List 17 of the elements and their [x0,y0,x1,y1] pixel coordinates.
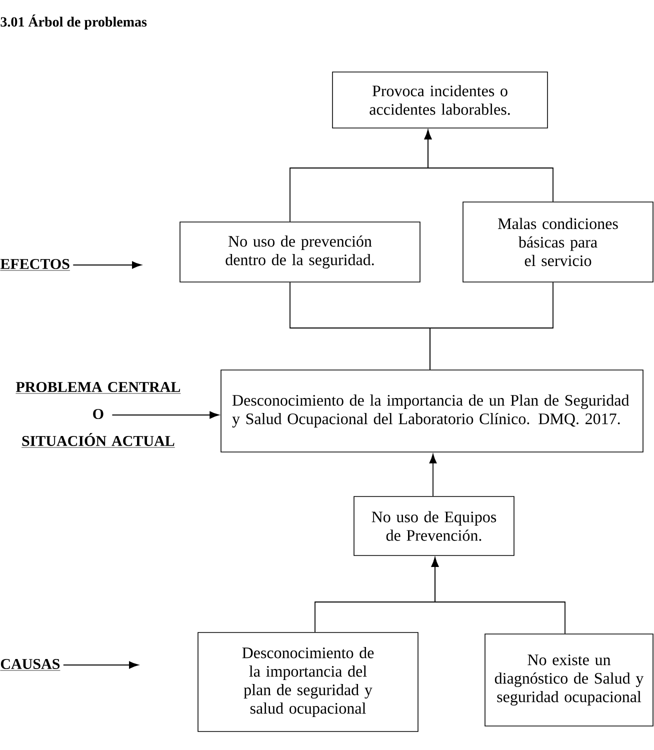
arrow [424,130,554,202]
title: 3.01 Árbol de problemas [0,14,147,30]
problem-box: Malas condiciones básicas para el servicio [462,202,654,282]
problem-box: No uso de Equipos de Prevención. [354,496,514,556]
problem-box: Desconocimiento de la importancia del plan de seguridad y salud ocupacional [198,632,418,732]
section-label: CAUSAS [0,658,60,671]
arrow [429,454,437,497]
problem-box: No uso de prevención dentro de la seguridad. [180,222,420,282]
arrow [62,661,139,669]
section-label: EFECTOS [0,258,70,271]
arrow [72,261,142,269]
problem-box: Provoca incidentes o accidentes laborables. [332,72,548,128]
problem-box: Desconocimiento de la importancia de un Plan de Seguridad y Salud Ocupacional del Laboratorio Clínico. DMQ. 2017. [220,370,644,452]
section-label: PROBLEMA CENTRAL O SITUACIÓN ACTUAL [16,382,181,448]
arrow [112,411,220,419]
arrow [431,557,566,634]
problem-box: No existe un diagnóstico de Salud y seguridad ocupacional [484,634,654,726]
